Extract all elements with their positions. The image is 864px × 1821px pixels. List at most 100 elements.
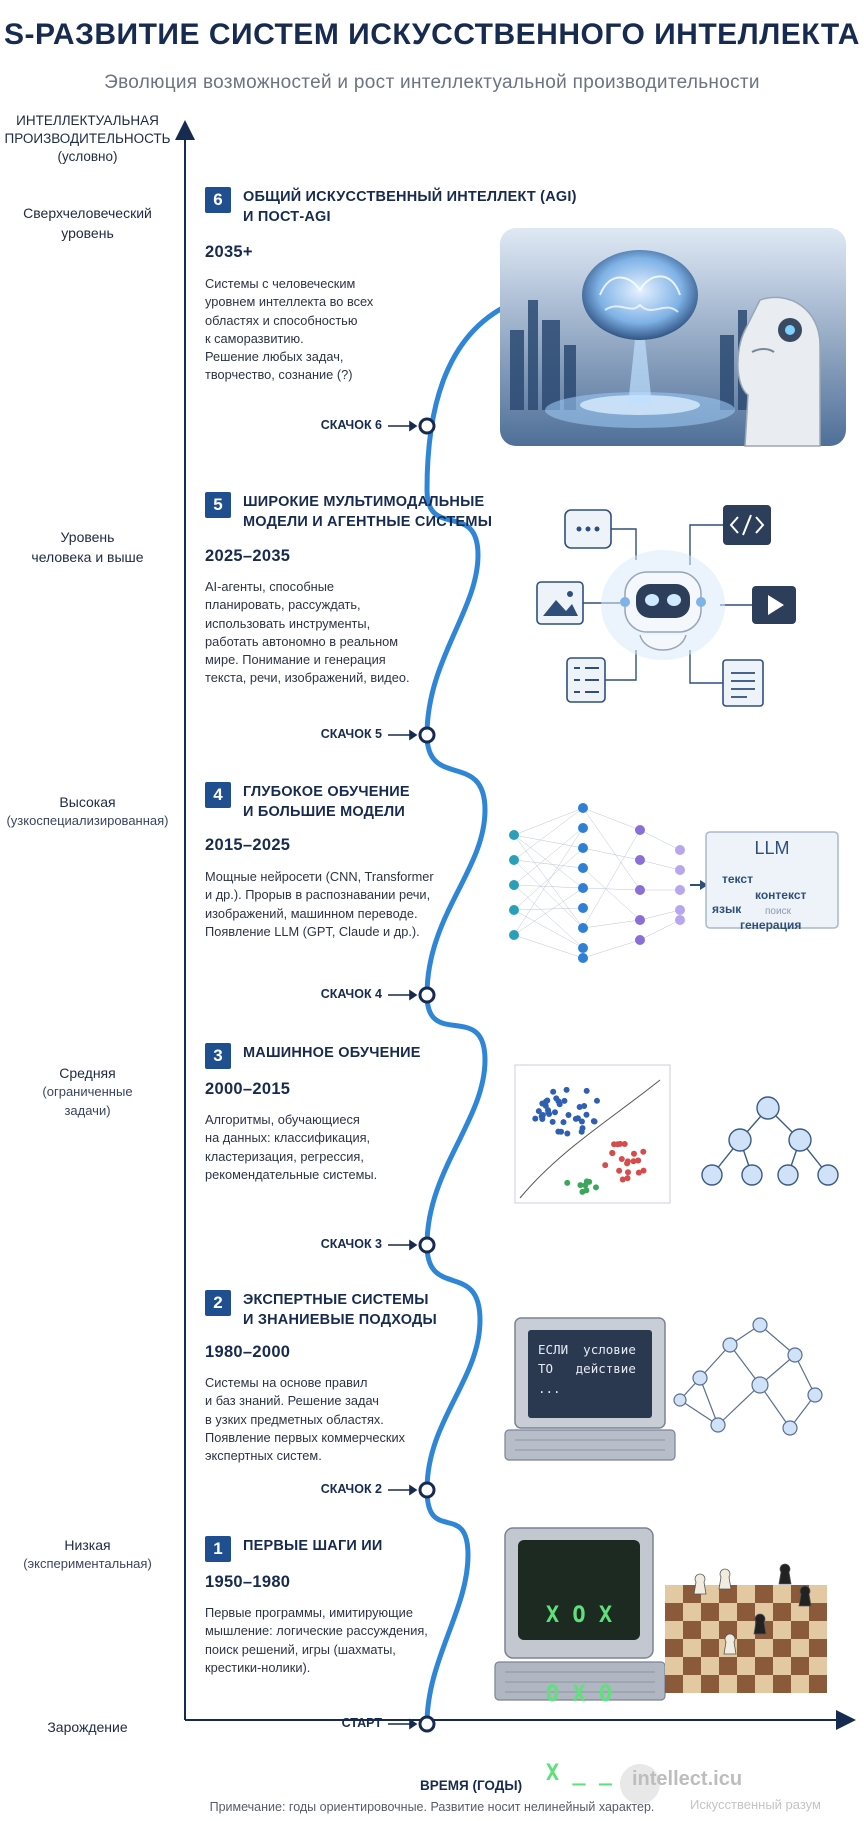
expert-screen-text: ЕСЛИ условие ТО действие ... [538,1340,636,1398]
ttt-row: X _ _ [545,1761,613,1787]
stage-title-line: ПЕРВЫЕ ШАГИ ИИ [243,1538,383,1554]
desc-line: текста, речи, изображений, видео. [205,670,410,686]
level-origin: Зарождение [0,1717,175,1737]
scatter-point [630,1150,637,1157]
chess-square [791,1603,809,1621]
chessboard-icon [665,1563,827,1693]
page-title: S-РАЗВИТИЕ СИСТЕМ ИСКУССТВЕННОГО ИНТЕЛЛЕ… [4,18,860,51]
chess-square [701,1603,719,1621]
stage-2-years: 1980–2000 [205,1343,291,1361]
screen-token: ЕСЛИ [538,1342,569,1357]
desc-line: планировать, рассуждать, [205,597,361,613]
scatter-point [581,1103,588,1110]
stage-2-number: 2 [205,1290,231,1316]
chess-square [809,1639,827,1657]
scatter-point [617,1140,624,1147]
chess-square [773,1603,791,1621]
stage-title-line: ГЛУБОКОЕ ОБУЧЕНИЕ [243,784,410,800]
desc-line: работать автономно в реальном [205,633,399,649]
desc-line: творчество, сознание (?) [205,367,353,383]
stage-1-number: 1 [205,1536,231,1562]
screen-token: действие [575,1361,636,1377]
stage-6-description: Системы с человеческим уровнем интеллект… [205,275,373,385]
chess-piece [798,1585,812,1607]
chess-square [791,1639,809,1657]
watermark-text: intellect.icu [632,1768,743,1790]
retro-computer-icon [494,1527,666,1701]
level-label: уровень [61,225,114,242]
desc-line: использовать инструменты, [205,615,371,631]
jump-4-label: СКАЧОК 4 [320,987,382,1001]
chess-piece [718,1568,732,1590]
image-icon [536,581,584,625]
chess-square [773,1657,791,1675]
neural-network-icon [509,803,708,963]
desc-line: и др.). Прорыв в распознавании речи, [205,887,431,903]
stage-1-title: ПЕРВЫЕ ШАГИ ИИ [243,1536,383,1556]
scatter-point [539,1112,546,1119]
scatter-point [591,1118,598,1125]
stage-title-line: И ПОСТ-AGI [243,209,331,226]
scatter-point [564,1179,571,1186]
scatter-point [561,1097,568,1104]
chess-square [683,1675,701,1693]
ttt-row: O X O [545,1681,613,1707]
stage-3-number: 3 [205,1043,231,1069]
desc-line: и баз знаний. Решение задач [205,1393,379,1409]
jump-arrows [388,420,418,1730]
desc-line: Первые программы, имитирующие [205,1605,413,1620]
chess-piece [693,1573,707,1595]
scatter-point [579,1125,586,1132]
level-label: человека и выше [31,549,144,566]
scatter-point [577,1182,584,1189]
level-high: Высокая (узкоспециализированная) [0,792,175,831]
stage-6-title: ОБЩИЙ ИСКУССТВЕННЫЙ ИНТЕЛЛЕКТ (AGI) И ПО… [243,187,577,228]
chess-piece [723,1633,737,1655]
document-icon [722,659,764,707]
scatter-point [583,1087,590,1094]
stage-title-line: И ЗНАНИЕВЫЕ ПОДХОДЫ [243,1312,437,1329]
scatter-point [616,1167,623,1174]
chess-square [683,1639,701,1657]
scatter-point [583,1187,590,1194]
desc-line: экспертных систем. [205,1448,322,1464]
chess-square [719,1657,737,1675]
chess-piece [778,1563,792,1585]
scatter-point [609,1149,616,1156]
llm-word: поиск [765,906,791,917]
stage-2-description: Системы на основе правил и баз знаний. Р… [205,1374,405,1465]
stage-1-description: Первые программы, имитирующие мышление: … [205,1604,428,1677]
chat-icon [564,509,612,549]
chess-square [665,1621,683,1639]
stage-3-title: МАШИННОЕ ОБУЧЕНИЕ [243,1043,421,1063]
desc-line: мышление: логические рассуждения, [205,1623,428,1639]
level-label: Сверхчеловеческий [23,205,152,221]
level-label: Зарождение [47,1719,128,1735]
level-label: Средняя [59,1065,116,1081]
chess-square [737,1621,755,1639]
chess-square [719,1603,737,1621]
stage-5-number: 5 [205,492,231,518]
desc-line: рекомендательные системы. [205,1166,378,1182]
chess-square [773,1675,791,1693]
stage-6-number: 6 [205,187,231,213]
chess-square [719,1675,737,1693]
desc-line: уровнем интеллекта во всех [205,294,374,310]
scatter-point [563,1086,570,1093]
chess-square [773,1621,791,1639]
stage-4-title: ГЛУБОКОЕ ОБУЧЕНИЕ И БОЛЬШИЕ МОДЕЛИ [243,782,410,823]
desc-line: поиск решений, игры (шахматы, [205,1641,396,1657]
desc-line: Появление LLM (GPT, Claude и др.). [205,923,420,939]
y-axis-title-line1: ИНТЕЛЛЕКТУАЛЬНАЯ [16,113,159,128]
stage-4-description: Мощные нейросети (CNN, Transformer и др.… [205,868,434,941]
chess-square [737,1639,755,1657]
scatter-point [582,1182,589,1189]
tic-tac-toe-screen: X O X O X O X _ _ [530,1550,628,1814]
chess-square [755,1675,773,1693]
level-label: (узкоспециализированная) [6,813,169,829]
level-label: (ограниченные [42,1084,133,1100]
scatter-point [544,1097,551,1104]
chess-square [701,1621,719,1639]
scatter-point [592,1184,599,1191]
